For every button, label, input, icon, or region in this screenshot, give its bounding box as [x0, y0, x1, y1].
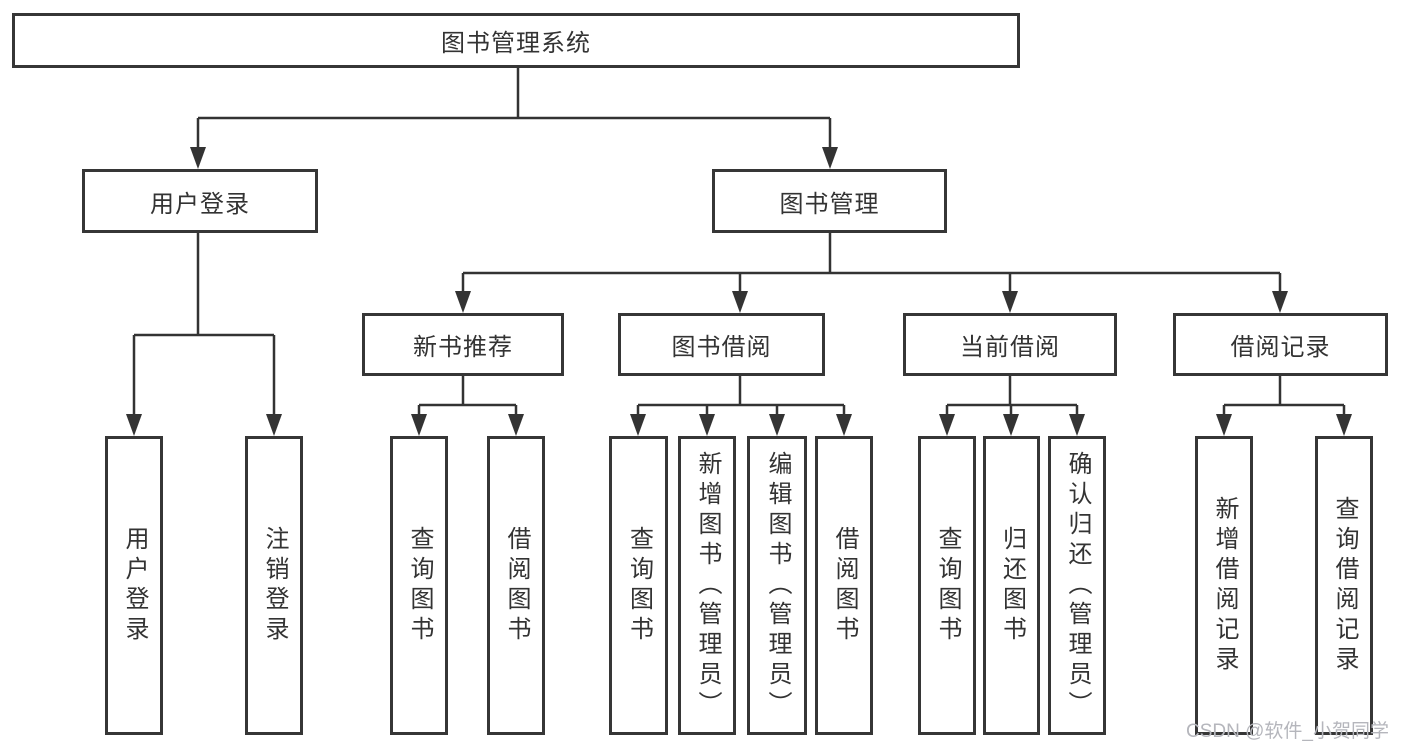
node-label: 图书借阅	[671, 334, 772, 361]
node-label: 新书推荐	[413, 334, 513, 361]
node-label: 借阅图书	[503, 525, 530, 646]
leaf-return-book: 归还图书	[983, 436, 1040, 735]
node-root: 图书管理系统	[12, 13, 1020, 68]
leaf-user-login: 用户登录	[105, 436, 163, 735]
node-label: 查询图书	[625, 525, 653, 646]
leaf-search-book-3: 查询图书	[918, 436, 976, 735]
node-current-borrow: 当前借阅	[903, 313, 1117, 376]
node-book-management: 图书管理	[712, 169, 947, 233]
node-label: 确认归还（管理员）	[1064, 450, 1091, 721]
leaf-confirm-return-admin: 确认归还（管理员）	[1048, 436, 1106, 735]
leaf-search-borrow-record: 查询借阅记录	[1315, 436, 1373, 735]
node-label: 查询图书	[934, 525, 961, 646]
leaf-search-book-1: 查询图书	[390, 436, 448, 735]
node-book-borrow: 图书借阅	[618, 313, 825, 376]
leaf-borrow-book-2: 借阅图书	[815, 436, 873, 735]
node-label: 编辑图书（管理员）	[764, 450, 791, 721]
node-new-book-recommend: 新书推荐	[362, 313, 564, 376]
node-label: 注销登录	[261, 525, 288, 646]
node-label: 查询借阅记录	[1331, 495, 1358, 676]
node-label: 图书管理系统	[441, 30, 591, 57]
node-user-login: 用户登录	[82, 169, 318, 233]
node-label: 借阅记录	[1230, 334, 1331, 361]
leaf-add-book-admin: 新增图书（管理员）	[678, 436, 736, 735]
leaf-edit-book-admin: 编辑图书（管理员）	[747, 436, 807, 735]
leaf-logout: 注销登录	[245, 436, 303, 735]
node-label: 用户登录	[121, 525, 148, 646]
csdn-watermark: CSDN @软件_小贺同学	[1186, 721, 1389, 742]
node-borrow-records: 借阅记录	[1173, 313, 1388, 376]
node-label: 归还图书	[998, 525, 1026, 646]
node-label: 当前借阅	[960, 334, 1060, 361]
node-label: 用户登录	[150, 190, 250, 218]
node-label: 新增借阅记录	[1211, 495, 1238, 676]
node-label: 新增图书（管理员）	[694, 450, 721, 721]
leaf-borrow-book-1: 借阅图书	[487, 436, 545, 735]
node-label: 借阅图书	[831, 525, 858, 646]
leaf-search-book-2: 查询图书	[609, 436, 668, 735]
node-label: 查询图书	[406, 525, 433, 646]
node-label: 图书管理	[779, 190, 880, 218]
leaf-add-borrow-record: 新增借阅记录	[1195, 436, 1253, 735]
